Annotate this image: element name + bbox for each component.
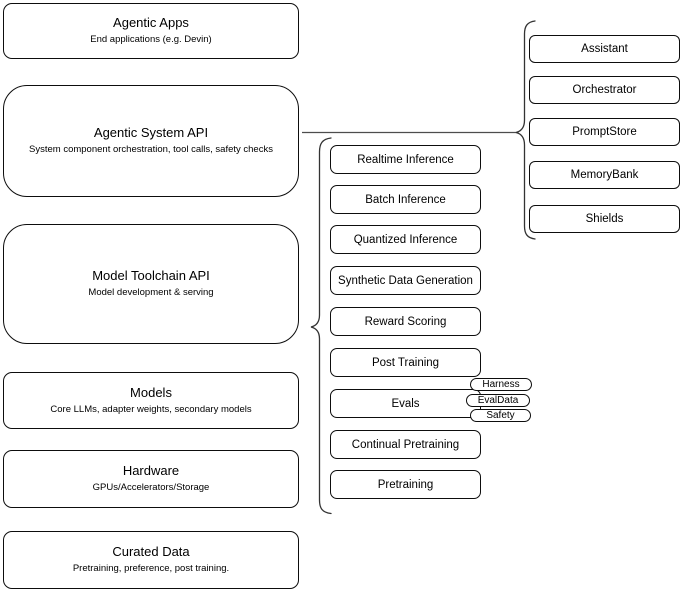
pill-label: Harness xyxy=(482,378,520,390)
box-model-toolchain-api: Model Toolchain API Model development & … xyxy=(3,224,299,344)
box-models: Models Core LLMs, adapter weights, secon… xyxy=(3,372,299,429)
toolchain-item-label: Synthetic Data Generation xyxy=(338,274,473,287)
toolchain-item-post-training: Post Training xyxy=(330,348,481,377)
pill-safety: Safety xyxy=(470,409,531,422)
box-agentic-apps: Agentic Apps End applications (e.g. Devi… xyxy=(3,3,299,59)
toolchain-item-realtime-inference: Realtime Inference xyxy=(330,145,481,174)
box-title: Curated Data xyxy=(112,544,190,560)
toolchain-item-label: Batch Inference xyxy=(365,193,446,206)
box-subtitle: System component orchestration, tool cal… xyxy=(29,144,273,156)
toolchain-item-label: Evals xyxy=(391,397,420,410)
component-label: MemoryBank xyxy=(570,169,639,181)
box-title: Model Toolchain API xyxy=(92,268,210,284)
toolchain-item-continual-pretraining: Continual Pretraining xyxy=(330,430,481,459)
pill-label: Safety xyxy=(486,409,515,421)
pill-evaldata: EvalData xyxy=(466,394,530,407)
toolchain-item-label: Reward Scoring xyxy=(364,315,447,328)
pill-harness: Harness xyxy=(470,378,532,391)
component-assistant: Assistant xyxy=(529,35,680,63)
box-subtitle: Pretraining, preference, post training. xyxy=(72,563,230,575)
box-subtitle: Core LLMs, adapter weights, secondary mo… xyxy=(50,403,252,415)
box-subtitle: Model development & serving xyxy=(88,287,214,299)
component-label: Orchestrator xyxy=(572,84,637,96)
pill-label: EvalData xyxy=(477,394,519,406)
component-orchestrator: Orchestrator xyxy=(529,76,680,104)
toolchain-item-label: Pretraining xyxy=(377,478,434,491)
toolchain-item-label: Post Training xyxy=(371,356,440,369)
box-curated-data: Curated Data Pretraining, preference, po… xyxy=(3,531,299,589)
toolchain-item-quantized-inference: Quantized Inference xyxy=(330,225,481,254)
box-title: Models xyxy=(130,384,172,400)
component-memorybank: MemoryBank xyxy=(529,161,680,189)
component-label: Shields xyxy=(585,213,624,225)
box-title: Hardware xyxy=(122,463,180,479)
box-hardware: Hardware GPUs/Accelerators/Storage xyxy=(3,450,299,508)
box-subtitle: GPUs/Accelerators/Storage xyxy=(92,482,210,494)
component-label: Assistant xyxy=(581,43,628,55)
toolchain-brace xyxy=(310,137,332,515)
toolchain-item-batch-inference: Batch Inference xyxy=(330,185,481,214)
toolchain-item-synthetic-data-generation: Synthetic Data Generation xyxy=(330,266,481,295)
box-subtitle: End applications (e.g. Devin) xyxy=(90,34,212,46)
component-promptstore: PromptStore xyxy=(529,118,680,146)
toolchain-item-label: Realtime Inference xyxy=(357,153,454,166)
box-title: Agentic System API xyxy=(93,125,209,141)
toolchain-item-evals: Evals xyxy=(330,389,481,418)
box-title: Agentic Apps xyxy=(113,15,189,31)
box-agentic-system-api: Agentic System API System component orch… xyxy=(3,85,299,197)
toolchain-item-label: Quantized Inference xyxy=(353,233,458,246)
component-shields: Shields xyxy=(529,205,680,233)
toolchain-item-label: Continual Pretraining xyxy=(351,438,460,451)
toolchain-item-reward-scoring: Reward Scoring xyxy=(330,307,481,336)
toolchain-item-pretraining: Pretraining xyxy=(330,470,481,499)
component-label: PromptStore xyxy=(572,126,637,138)
